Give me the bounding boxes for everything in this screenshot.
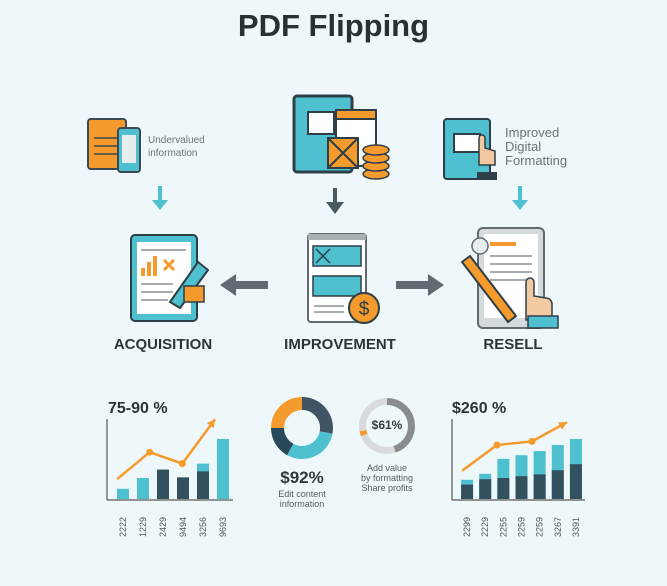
- donut-1-caption: Edit content: [278, 489, 326, 499]
- tick-label: 2222: [118, 517, 128, 537]
- tick-label: 2229: [480, 517, 490, 537]
- trend-arrowhead: [206, 419, 215, 429]
- tick-label: 2255: [498, 517, 508, 537]
- tick-label: 2259: [517, 517, 527, 537]
- step-label-improvement: IMPROVEMENT: [284, 336, 396, 353]
- donut-slice: [287, 430, 333, 459]
- bar: [217, 439, 229, 499]
- trend-line: [116, 418, 217, 481]
- document-chart-pen-icon: [130, 234, 210, 322]
- book-touch-icon: [443, 118, 497, 180]
- donut-slice: [271, 427, 294, 456]
- arrow-down-icon: [326, 188, 344, 214]
- trend-point: [146, 448, 154, 456]
- donut-2-caption: by formatting: [360, 473, 414, 483]
- bar: [137, 478, 149, 499]
- tablet-phone-icon: [87, 118, 141, 173]
- bar-dark-portion: [551, 470, 564, 499]
- bar: [117, 488, 129, 499]
- donut-1-caption: information: [279, 499, 325, 509]
- left-note-line: information: [148, 148, 198, 159]
- tick-label: 1229: [138, 517, 148, 537]
- donut-slice: [386, 398, 415, 453]
- tick-label: 3267: [553, 517, 563, 537]
- donut-slice: [271, 397, 303, 429]
- arrow-down-icon: [152, 186, 168, 210]
- trend-point: [493, 441, 501, 449]
- right-chart-title: $260 %: [452, 400, 507, 417]
- left-chart-title: 75-90 %: [108, 400, 168, 417]
- donut-slice: [359, 429, 368, 437]
- tick-label: 2259: [535, 517, 545, 537]
- bar-dark-portion: [157, 469, 169, 499]
- right-note-line: Formatting: [505, 153, 568, 168]
- tick-label: 3256: [198, 517, 208, 537]
- page-title: PDF Flipping: [237, 8, 430, 43]
- svg-text:$: $: [359, 299, 370, 320]
- bar-dark-portion: [197, 471, 209, 499]
- tick-label: 2429: [158, 517, 168, 537]
- donut-2-label: $61%: [371, 418, 403, 432]
- donut-slice: [359, 398, 388, 432]
- trend-point: [528, 437, 536, 445]
- tablet-hand-pen-icon: [460, 227, 559, 329]
- donut-1-label: $92%: [280, 468, 324, 487]
- bar-dark-portion: [569, 464, 582, 499]
- bar-dark-portion: [461, 484, 474, 499]
- bar-dark-portion: [515, 476, 528, 499]
- step-label-acquisition: ACQUISITION: [113, 336, 213, 353]
- left-note-line: Undervalued: [148, 135, 205, 146]
- tick-label: 2299: [462, 517, 472, 537]
- trend-line: [461, 421, 568, 472]
- arrow-down-icon: [512, 186, 528, 210]
- bar-dark-portion: [497, 478, 510, 499]
- bar-dark-portion: [533, 474, 546, 499]
- right-note-line: Digital: [505, 139, 542, 154]
- step-label-resell: RESELL: [483, 336, 543, 353]
- donut-2-caption: Share profits: [361, 483, 413, 493]
- donut-slice: [301, 397, 333, 434]
- tick-label: 3391: [571, 517, 581, 537]
- tick-label: 9693: [218, 517, 228, 537]
- documents-coins-icon: [292, 94, 390, 180]
- donut-slice: [360, 433, 396, 454]
- trend-point: [178, 460, 186, 468]
- donut-2-caption: Add value: [366, 463, 408, 473]
- arrow-right-icon: [396, 274, 444, 296]
- arrow-left-icon: [220, 274, 268, 296]
- tick-label: 9494: [178, 517, 188, 537]
- right-note-line: Improved: [505, 125, 560, 140]
- bar-dark-portion: [177, 477, 189, 499]
- report-dollar-icon: $: [307, 233, 380, 324]
- trend-arrowhead: [558, 422, 567, 430]
- bar-dark-portion: [479, 479, 492, 499]
